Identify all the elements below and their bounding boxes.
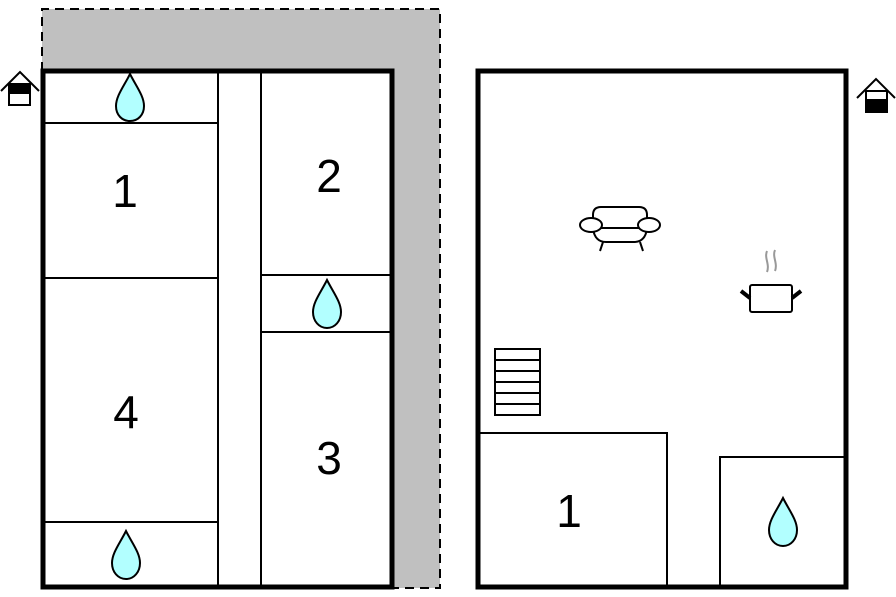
terrace-area <box>42 9 440 588</box>
water-drop-icon <box>114 71 146 123</box>
stairs-icon <box>494 348 541 416</box>
ground-floor-plan: 1 2 3 4 <box>0 8 441 590</box>
room-label-1: 1 <box>112 165 138 217</box>
house-entrance-icon <box>0 70 40 106</box>
water-drop-icon <box>767 495 799 548</box>
wall <box>478 432 668 587</box>
upper-floor-plan: 1 <box>475 68 896 590</box>
house-entrance-icon <box>856 77 896 113</box>
room-label-1: 1 <box>556 485 582 537</box>
cooking-pot-icon <box>739 249 803 313</box>
water-drop-icon <box>311 277 343 330</box>
room-label-2: 2 <box>316 150 342 202</box>
wall <box>719 456 846 587</box>
upper-floor-outer-wall <box>475 68 849 590</box>
water-drop-icon <box>110 528 142 581</box>
room-label-3: 3 <box>316 432 342 484</box>
terrace-dashed-outline <box>41 8 441 589</box>
room-label-4: 4 <box>113 386 139 438</box>
sofa-icon <box>579 206 661 252</box>
